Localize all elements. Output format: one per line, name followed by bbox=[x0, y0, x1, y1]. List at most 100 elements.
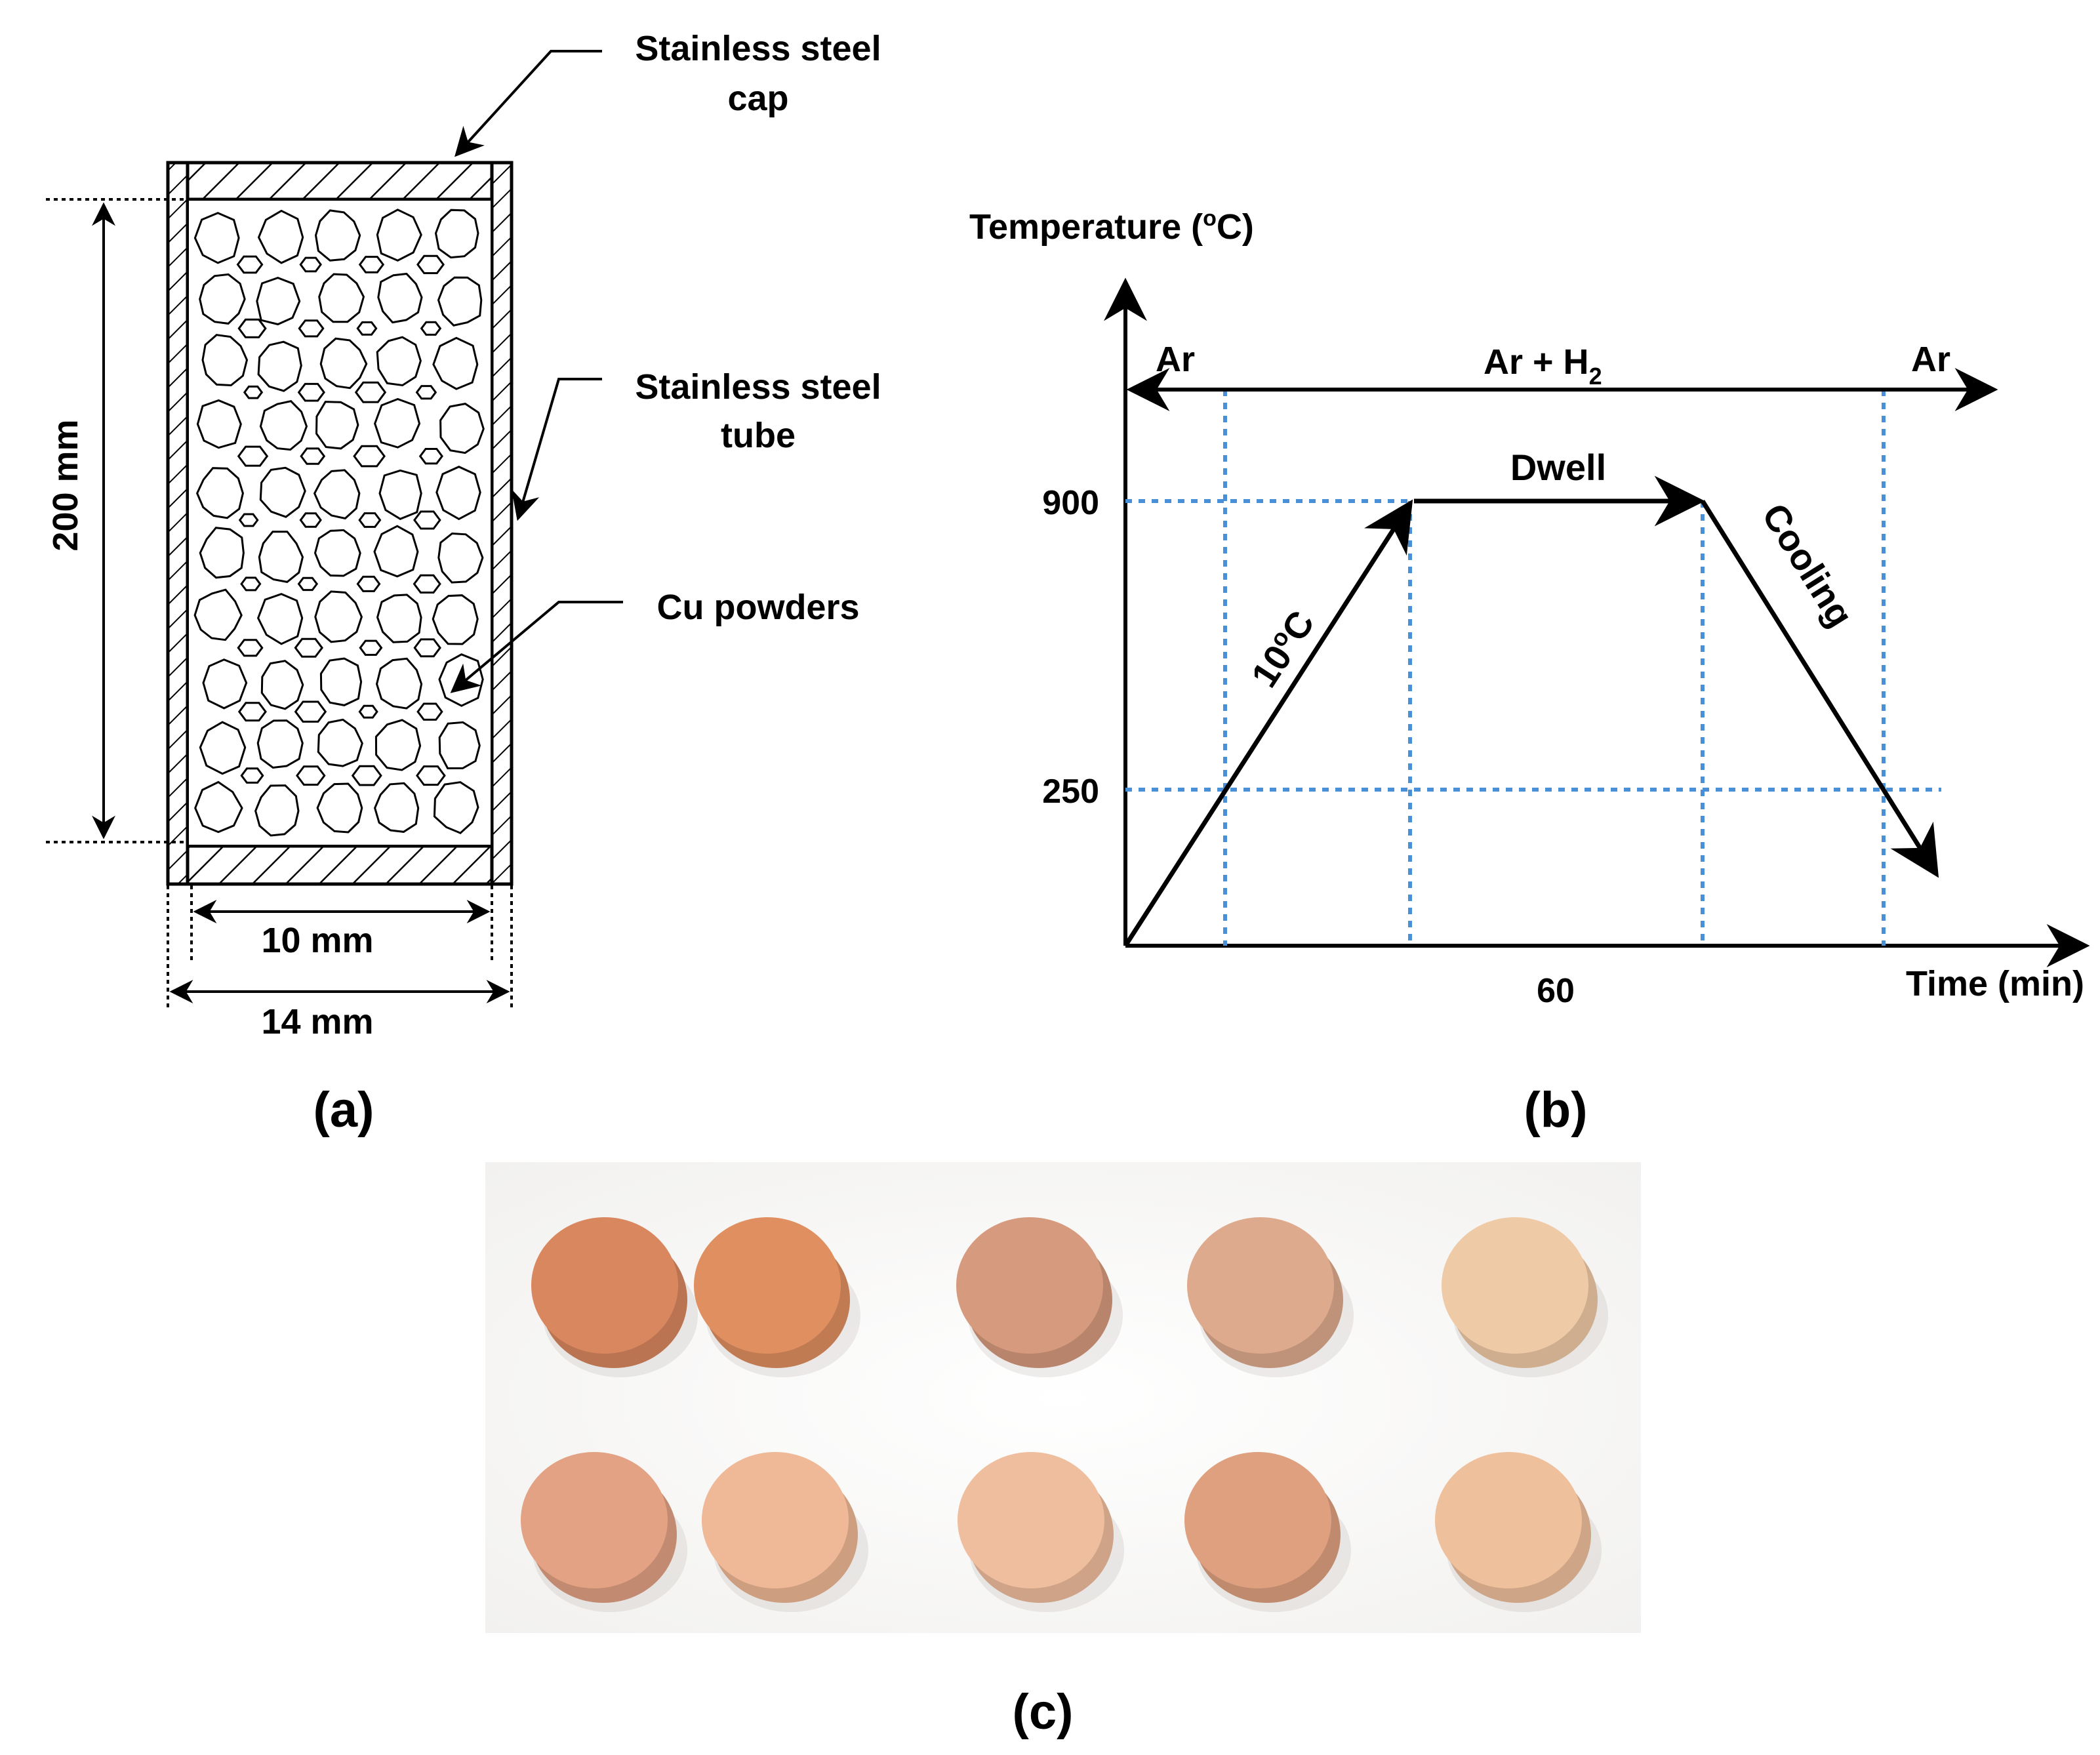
powder-particle bbox=[314, 209, 361, 262]
powder-particle-small bbox=[299, 256, 322, 273]
powder-particle bbox=[313, 469, 361, 520]
sample-pellets bbox=[521, 1217, 1608, 1612]
powder-particle-small bbox=[237, 639, 264, 657]
pellet-top bbox=[956, 1217, 1103, 1354]
dwell-label: Dwell bbox=[1510, 447, 1606, 488]
powder-particle-small bbox=[413, 510, 441, 530]
powder-particle bbox=[439, 403, 485, 454]
y-tick-250: 250 bbox=[1042, 773, 1099, 811]
powder-particle-small bbox=[297, 382, 325, 402]
tube-leader bbox=[512, 378, 602, 521]
powder-particle-small bbox=[296, 765, 326, 786]
powder-particle-small bbox=[298, 319, 325, 338]
pellet-top bbox=[702, 1452, 849, 1588]
tube-wall-right bbox=[490, 161, 514, 886]
powder-particle bbox=[257, 209, 304, 264]
powder-particle-small bbox=[237, 318, 267, 338]
dim-height-label: 200 mm bbox=[46, 419, 85, 551]
cu-powder-particles bbox=[193, 209, 485, 837]
x-axis-label: Time (min) bbox=[1906, 964, 2084, 1003]
powder-particle bbox=[376, 336, 422, 387]
heating-rate-label: 10oC bbox=[1242, 603, 1322, 695]
pellet-top bbox=[958, 1452, 1104, 1588]
powder-particle-small bbox=[300, 447, 326, 465]
dim-inner-label: 10 mm bbox=[261, 921, 373, 960]
panel-b-caption: (b) bbox=[1524, 1082, 1587, 1138]
powder-particle-small bbox=[299, 512, 322, 528]
powder-particle-small bbox=[415, 385, 437, 400]
powder-particle bbox=[201, 334, 249, 387]
powder-particle bbox=[199, 527, 245, 579]
powder-particle bbox=[437, 532, 484, 584]
powder-particle bbox=[259, 400, 308, 451]
powder-particle-small bbox=[420, 321, 442, 336]
powder-particle bbox=[257, 340, 302, 392]
powder-particle-small bbox=[294, 700, 327, 723]
y-tick-900: 900 bbox=[1042, 484, 1099, 522]
powder-particle bbox=[433, 781, 479, 834]
powder-particle-small bbox=[240, 576, 262, 592]
powder-particle bbox=[202, 658, 248, 710]
powder-particle bbox=[315, 401, 359, 450]
guide-lines bbox=[1125, 390, 1941, 946]
powder-particle bbox=[434, 209, 479, 259]
powder-particle bbox=[432, 594, 479, 645]
powder-particle-small bbox=[351, 765, 382, 786]
powder-particle bbox=[375, 657, 423, 710]
powder-particle bbox=[437, 276, 483, 327]
powder-particle bbox=[435, 466, 481, 521]
powder-particle bbox=[314, 590, 363, 643]
powder-particle bbox=[377, 272, 423, 324]
heating-segment bbox=[1123, 499, 1413, 947]
powder-particle bbox=[256, 593, 304, 645]
powder-particle-small bbox=[418, 448, 443, 465]
top-cap bbox=[186, 161, 494, 201]
powder-particle bbox=[376, 209, 422, 262]
powder-particle bbox=[195, 467, 244, 519]
powder-particle bbox=[374, 782, 420, 833]
powder-particle-small bbox=[416, 702, 443, 721]
cap-label-line1: Stainless steel bbox=[635, 29, 881, 68]
powder-particle bbox=[193, 212, 240, 264]
y-axis-label: Temperature (oC) bbox=[969, 206, 1254, 247]
powder-particle bbox=[373, 525, 419, 578]
pellet-top bbox=[1184, 1452, 1331, 1588]
powder-particle bbox=[260, 660, 304, 710]
powder-particle bbox=[199, 273, 246, 325]
cap-leader bbox=[454, 50, 602, 157]
powder-particle-small bbox=[240, 767, 264, 784]
powder-particle bbox=[374, 397, 421, 449]
powder-particle bbox=[254, 784, 300, 837]
powder-particle-small bbox=[237, 702, 267, 722]
powder-particle bbox=[374, 719, 422, 771]
powder-particle-small bbox=[356, 575, 381, 592]
powder-particle bbox=[196, 399, 242, 449]
panel-c: (c) bbox=[485, 1162, 1641, 1740]
pellet-top bbox=[1442, 1217, 1588, 1354]
powder-particle-small bbox=[243, 385, 264, 399]
tube-label-line2: tube bbox=[721, 416, 796, 455]
powder-particle bbox=[199, 721, 247, 775]
cap-label-line2: cap bbox=[727, 79, 788, 118]
powder-particle bbox=[259, 466, 306, 518]
powder-particle-small bbox=[413, 638, 441, 658]
pellet-top bbox=[694, 1217, 841, 1354]
powder-particle-small bbox=[358, 704, 378, 719]
panel-a-caption: (a) bbox=[313, 1082, 374, 1138]
pellet-top bbox=[1435, 1452, 1582, 1588]
powder-particle bbox=[316, 782, 363, 834]
powders-label: Cu powders bbox=[656, 588, 859, 627]
powder-particle bbox=[376, 594, 422, 643]
powder-particle bbox=[313, 529, 361, 577]
atmosphere-left-label: Ar bbox=[1156, 340, 1195, 379]
dim-outer-label: 14 mm bbox=[261, 1002, 373, 1041]
powder-particle bbox=[318, 273, 365, 323]
cooling-segment bbox=[1701, 500, 1939, 878]
powder-particle bbox=[317, 718, 363, 767]
bottom-cap bbox=[186, 844, 494, 886]
powder-particle-small bbox=[413, 574, 441, 594]
panel-b: Temperature (oC) Ar Ar + H2 Ar 10oC Dwel… bbox=[969, 206, 2090, 1138]
powder-particle-small bbox=[416, 254, 445, 274]
powder-particle-small bbox=[237, 445, 269, 467]
